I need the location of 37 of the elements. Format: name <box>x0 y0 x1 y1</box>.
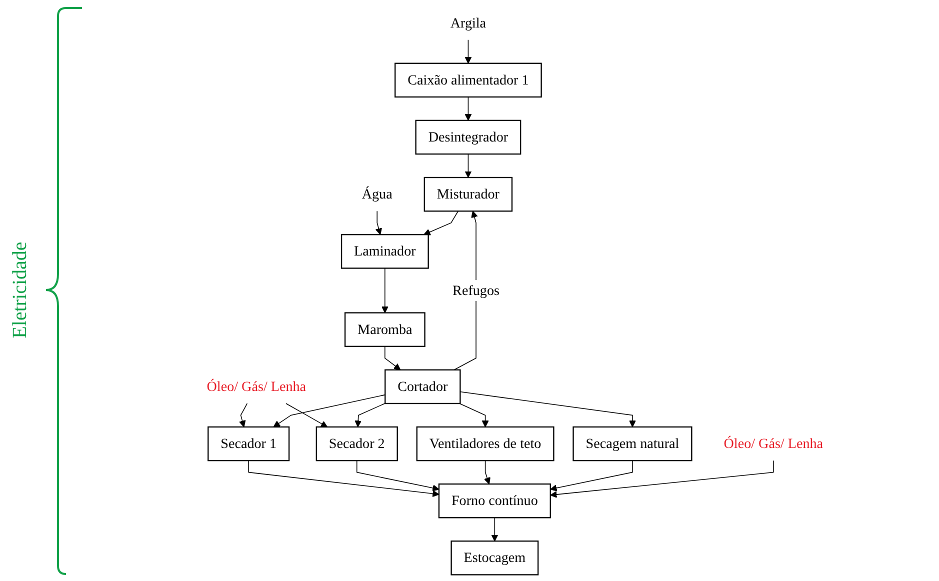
arrow <box>238 403 248 428</box>
node-box: Estocagem <box>450 540 538 576</box>
arrow <box>464 96 472 121</box>
arrow <box>464 40 472 64</box>
arrow <box>285 403 328 428</box>
edge-label: Refugos <box>452 282 500 298</box>
arrow <box>423 210 458 236</box>
arrow <box>374 210 382 235</box>
node-text: Óleo/ Gás/ Lenha <box>723 436 823 452</box>
node-box: Laminador <box>340 234 428 269</box>
node-box: Cortador <box>384 369 460 404</box>
node-box: Secagem natural <box>572 426 692 462</box>
node-box: Forno contínuo <box>438 483 551 518</box>
arrow <box>356 460 439 492</box>
arrow <box>464 154 472 178</box>
arrow <box>550 460 632 492</box>
node-box: Ventiladores de teto <box>416 426 554 462</box>
node-box: Secador 2 <box>315 426 398 462</box>
arrow <box>459 391 636 428</box>
node-box: Maromba <box>344 312 425 347</box>
node-text: Água <box>361 186 392 202</box>
node-box: Caixão alimentador 1 <box>394 62 542 98</box>
arrow <box>354 402 386 428</box>
node-box: Secador 1 <box>207 426 290 462</box>
arrow <box>381 268 388 314</box>
arrow <box>458 403 488 428</box>
arrow <box>384 346 400 370</box>
node-box: Misturador <box>423 176 512 212</box>
arrow <box>550 460 774 498</box>
arrow <box>484 460 490 484</box>
arrow <box>248 460 439 498</box>
side-label: Eletricidade <box>8 242 32 338</box>
node-text: Argila <box>450 14 486 30</box>
node-box: Desintegrador <box>414 120 521 155</box>
arrow <box>490 517 498 542</box>
arrow <box>272 394 386 428</box>
node-text: Óleo/ Gás/ Lenha <box>206 378 306 394</box>
